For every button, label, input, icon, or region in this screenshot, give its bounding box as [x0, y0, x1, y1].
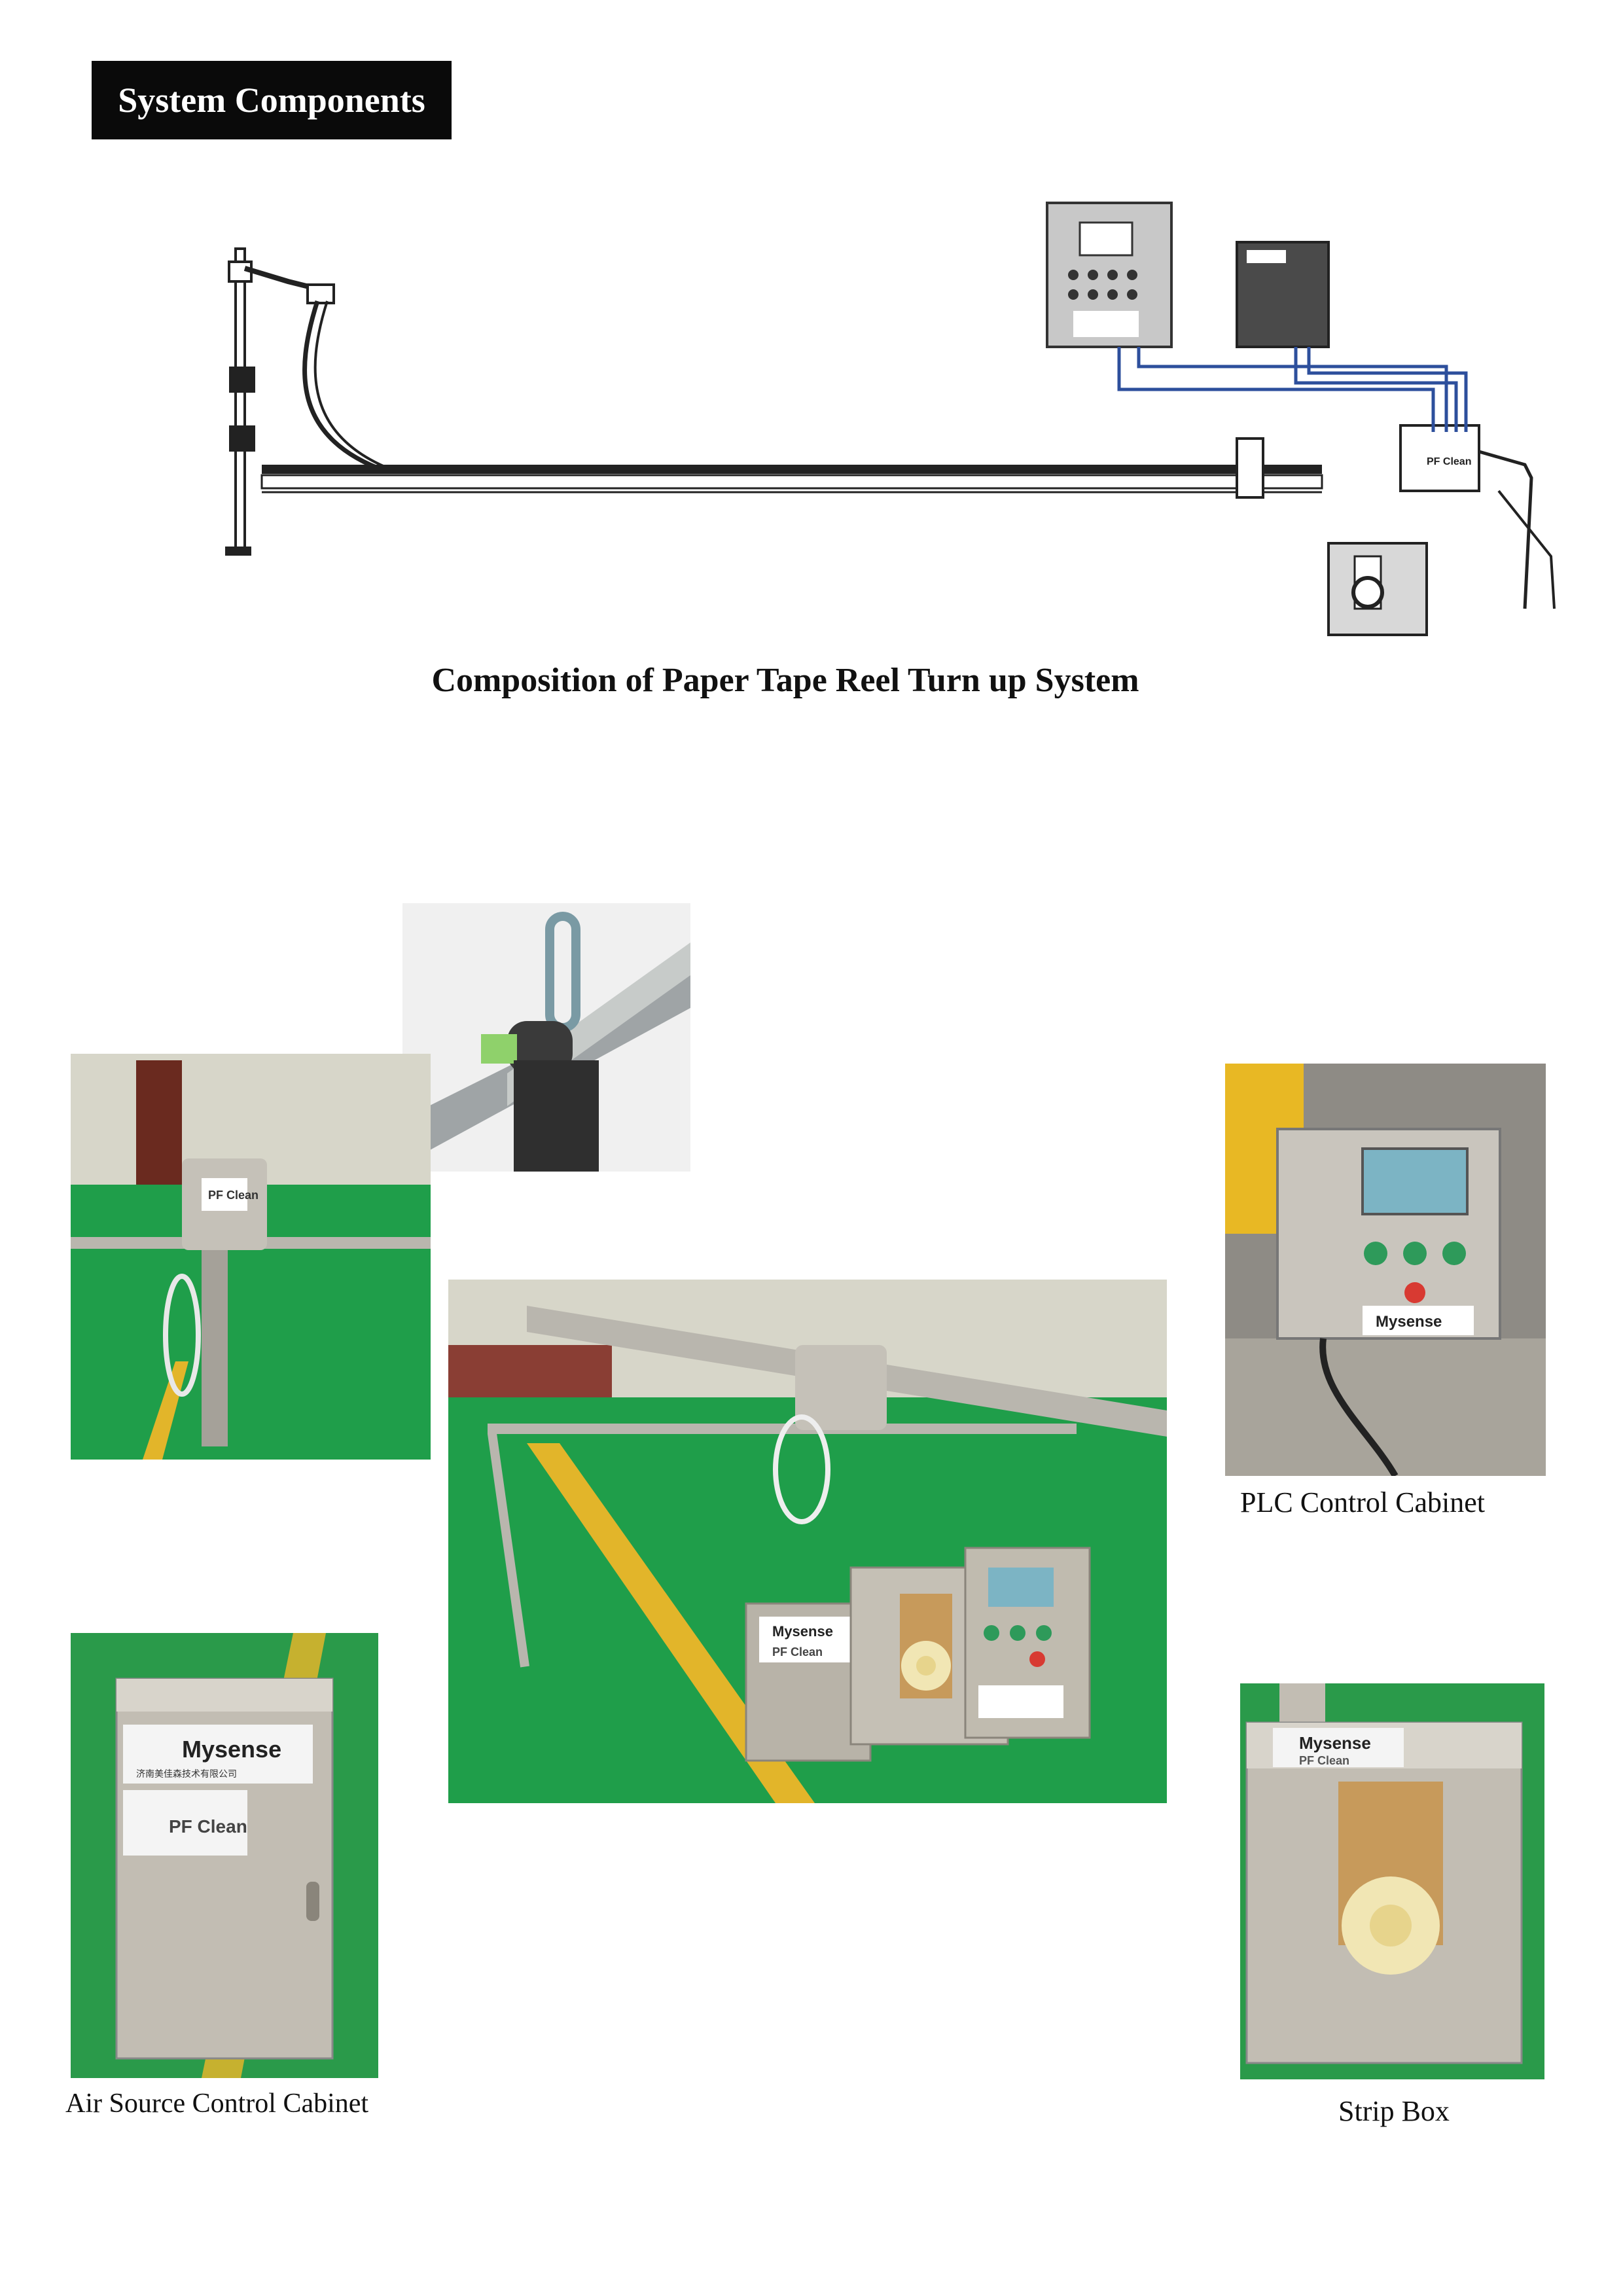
svg-text:PF Clean: PF Clean [208, 1189, 259, 1202]
equipment-rail-photo: PF Clean [71, 1054, 431, 1460]
svg-text:Mysense: Mysense [1299, 1733, 1371, 1753]
diagram-plc-cabinet [1046, 202, 1173, 348]
strip-box-photo: Mysense PF Clean [1240, 1683, 1544, 2079]
svg-text:PF Clean: PF Clean [169, 1816, 247, 1837]
air-caption: Air Source Control Cabinet [65, 2089, 369, 2119]
plc-cabinet-photo: Mysense [1225, 1064, 1546, 1476]
svg-text:Mysense: Mysense [1376, 1313, 1442, 1331]
cables [1117, 347, 1468, 432]
section-title: System Components [92, 61, 452, 139]
conveyor-rail [260, 437, 1323, 499]
main-system-photo: Mysense PF Clean [448, 1280, 1167, 1803]
diagram-strip-box [1327, 542, 1428, 636]
svg-text:Mysense: Mysense [772, 1623, 833, 1640]
svg-text:PF Clean: PF Clean [772, 1645, 823, 1659]
turn-up-head: PF Clean [1399, 424, 1556, 609]
plc-caption: PLC Control Cabinet [1240, 1486, 1485, 1518]
svg-text:PF Clean: PF Clean [1299, 1754, 1349, 1767]
air-cabinet-photo: Mysense 济南美佳森技术有限公司 PF Clean [71, 1633, 378, 2078]
diagram-caption: Composition of Paper Tape Reel Turn up S… [431, 662, 1139, 699]
sensor-closeup-photo [402, 903, 690, 1172]
svg-text:济南美佳森技术有限公司: 济南美佳森技术有限公司 [136, 1769, 237, 1780]
svg-text:PF Clean: PF Clean [1427, 456, 1471, 467]
diagram-air-cabinet [1236, 241, 1330, 348]
post-support [225, 247, 397, 556]
system-diagram: PF Clean [216, 190, 1558, 648]
strip-caption: Strip Box [1338, 2095, 1450, 2127]
svg-text:Mysense: Mysense [182, 1736, 281, 1763]
